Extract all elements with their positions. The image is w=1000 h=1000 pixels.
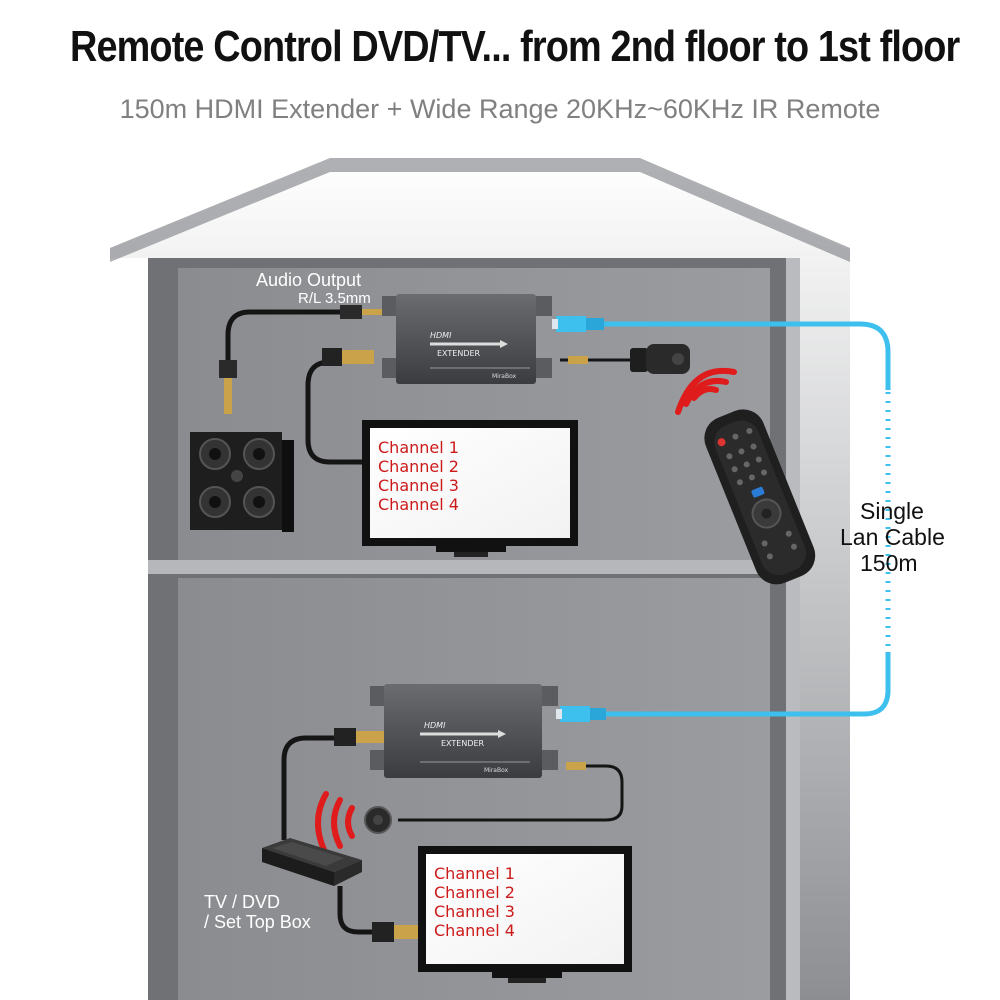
lan-cable <box>604 321 891 717</box>
lan-cable-label-line1: Single <box>860 498 924 524</box>
lan-plug-lower <box>556 706 606 722</box>
tv-upper <box>362 420 578 557</box>
page-title: Remote Control DVD/TV... from 2nd floor … <box>70 22 960 71</box>
audio-output-label: Audio Output <box>256 270 362 290</box>
remote-control <box>704 409 816 585</box>
audio-output-sublabel: R/L 3.5mm <box>298 290 371 307</box>
source-label-line2: / Set Top Box <box>204 912 311 932</box>
hdmi-extender-transmitter: HDMI EXTENDER MiraBox <box>370 684 558 778</box>
tv-upper-channel: Channel 2 <box>378 457 459 476</box>
hdmi-cable-upper <box>305 348 374 465</box>
lan-cable-label-line3: 150m <box>860 550 918 576</box>
tv-lower-channel: Channel 2 <box>434 883 515 902</box>
hdmi-cable-lower <box>281 728 418 942</box>
ir-emitter-cable <box>364 762 624 834</box>
ir-signal-lower <box>315 791 355 857</box>
extender-hdmi-label-upper: HDMI <box>430 331 452 340</box>
ir-receiver-cable <box>560 344 690 374</box>
tv-lower-channel-list: Channel 1 Channel 2 Channel 3 Channel 4 <box>434 864 515 940</box>
tv-lower-channel: Channel 4 <box>434 921 515 940</box>
house-right-wall <box>786 258 800 1000</box>
tv-lower-channel: Channel 1 <box>434 864 515 883</box>
speaker <box>190 432 294 532</box>
tv-lower <box>418 846 632 983</box>
tv-upper-channel: Channel 3 <box>378 476 459 495</box>
extender-brand-upper: MiraBox <box>492 373 517 380</box>
page-subtitle: 150m HDMI Extender + Wide Range 20KHz~60… <box>119 94 881 124</box>
extender-hdmi-label-lower: HDMI <box>424 721 446 730</box>
audio-cable <box>219 305 388 414</box>
lan-cable-label-line2: Lan Cable <box>840 524 945 550</box>
tv-lower-channel: Channel 3 <box>434 902 515 921</box>
source-label-line1: TV / DVD <box>204 892 281 912</box>
tv-upper-channel: Channel 4 <box>378 495 459 514</box>
set-top-box <box>262 838 362 886</box>
tv-upper-channel-list: Channel 1 Channel 2 Channel 3 Channel 4 <box>378 438 459 514</box>
tv-upper-channel: Channel 1 <box>378 438 459 457</box>
extender-main-label-upper: EXTENDER <box>437 349 481 358</box>
floor-divider <box>148 560 786 574</box>
extender-brand-lower: MiraBox <box>484 767 509 774</box>
extender-main-label-lower: EXTENDER <box>441 739 485 748</box>
lan-plug-upper <box>552 316 604 332</box>
hdmi-extender-receiver: HDMI EXTENDER MiraBox <box>382 294 552 384</box>
roof-edge <box>110 158 850 262</box>
ir-signal-upper <box>675 367 737 415</box>
